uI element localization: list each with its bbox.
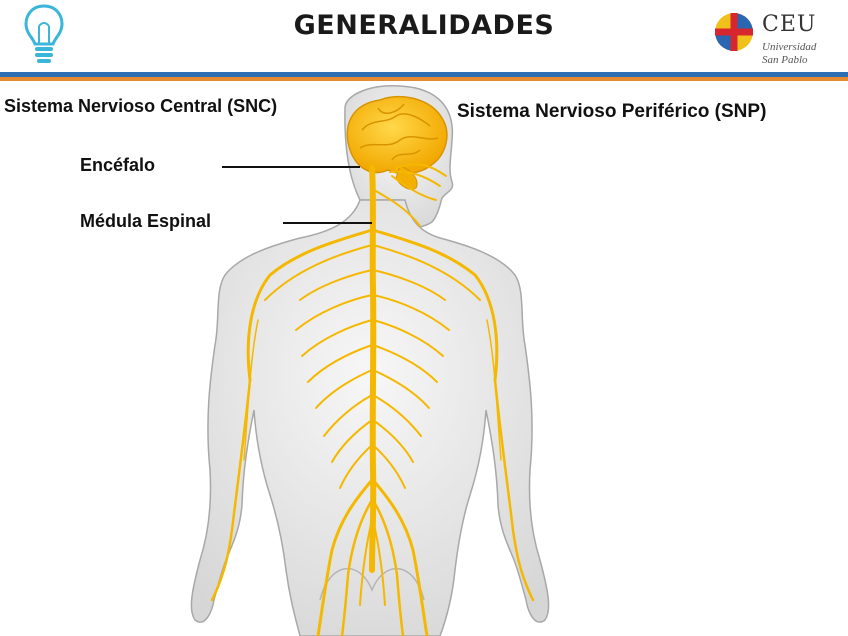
- header-bar-orange: [0, 77, 848, 81]
- label-snp: Sistema Nervioso Periférico (SNP): [457, 101, 766, 123]
- logo-name: CEU: [762, 12, 816, 37]
- label-encefalo: Encéfalo: [80, 155, 155, 176]
- spinal-cord: [372, 168, 373, 570]
- label-medula-espinal: Médula Espinal: [80, 211, 211, 232]
- logo-subtitle-1: Universidad: [762, 41, 816, 53]
- ceu-logo: CEU Universidad San Pablo: [712, 8, 842, 70]
- label-snc: Sistema Nervioso Central (SNC): [4, 96, 277, 117]
- ceu-cross-logo: [712, 10, 756, 54]
- logo-subtitle-2: San Pablo: [762, 54, 808, 66]
- slide-header: GENERALIDADES CEU Universidad San Pablo: [0, 0, 848, 78]
